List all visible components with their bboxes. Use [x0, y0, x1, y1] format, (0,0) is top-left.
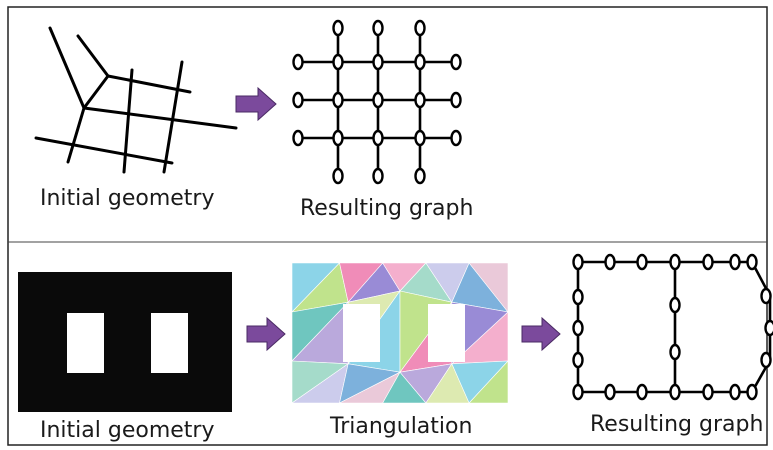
arrow-icon-top — [235, 86, 277, 122]
graph-node — [372, 19, 384, 37]
graph-node — [604, 253, 616, 271]
graph-node — [572, 319, 584, 337]
graph-node — [414, 129, 426, 147]
graph-node — [764, 319, 773, 337]
graph-node — [332, 167, 344, 185]
graph-node — [746, 253, 758, 271]
graph-node — [760, 351, 772, 369]
graph-node — [372, 129, 384, 147]
graph-node — [414, 19, 426, 37]
graph-node — [450, 91, 462, 109]
resulting-grid-graph — [292, 19, 462, 185]
graph-node — [760, 287, 772, 305]
graph-node — [292, 91, 304, 109]
graph-node — [729, 383, 741, 401]
graph-node — [332, 19, 344, 37]
graph-node — [372, 53, 384, 71]
graph-node — [702, 383, 714, 401]
graph-node — [414, 53, 426, 71]
graph-node — [702, 253, 714, 271]
graph-node — [636, 253, 648, 271]
graph-node — [332, 91, 344, 109]
arrow-icon-bottom-1 — [246, 316, 286, 352]
label-resulting-graph-bottom: Resulting graph — [590, 412, 764, 437]
graph-node — [572, 383, 584, 401]
label-initial-geometry-bottom: Initial geometry — [40, 418, 215, 443]
graph-node — [604, 383, 616, 401]
graph-node — [450, 53, 462, 71]
graph-node — [332, 129, 344, 147]
triangulation-triangle — [468, 360, 509, 404]
triangulation-room-hole — [428, 304, 465, 362]
graph-node — [450, 129, 462, 147]
graph-node — [669, 253, 681, 271]
graph-node — [636, 383, 648, 401]
graph-node — [414, 91, 426, 109]
arrow-icon-bottom-2 — [521, 316, 561, 352]
graph-node — [572, 351, 584, 369]
figure-border — [7, 6, 768, 446]
graph-node — [669, 343, 681, 361]
graph-node — [292, 53, 304, 71]
graph-node — [572, 288, 584, 306]
graph-node — [332, 53, 344, 71]
graph-node — [729, 253, 741, 271]
graph-node — [669, 296, 681, 314]
initial-geometry-floorplan — [18, 272, 232, 412]
triangulation-room-hole — [343, 304, 380, 362]
triangulation-triangle — [468, 262, 509, 313]
graph-node — [572, 253, 584, 271]
graph-node — [372, 167, 384, 185]
initial-geometry-street-lines — [34, 26, 238, 174]
label-initial-geometry-top: Initial geometry — [40, 186, 215, 211]
resulting-room-graph — [572, 253, 773, 401]
graph-node — [746, 383, 758, 401]
triangulation-mesh — [291, 262, 509, 404]
graph-node — [372, 91, 384, 109]
label-resulting-graph-top: Resulting graph — [300, 196, 474, 221]
label-triangulation: Triangulation — [330, 414, 473, 439]
graph-node — [669, 383, 681, 401]
graph-node — [414, 167, 426, 185]
graph-node — [292, 129, 304, 147]
